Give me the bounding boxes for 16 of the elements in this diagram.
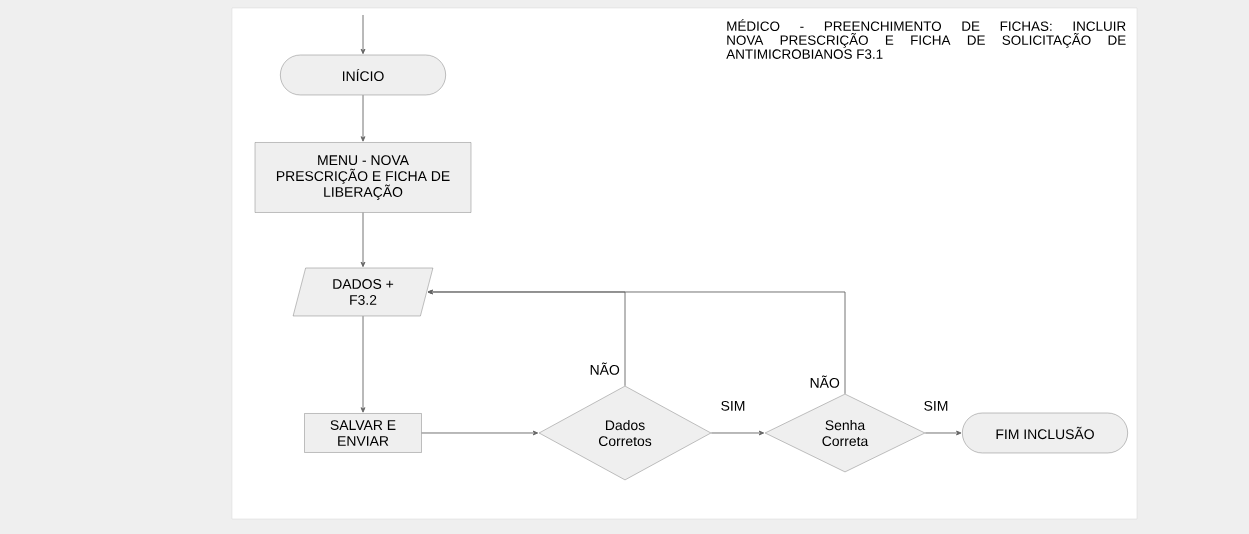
arrow (360, 212, 366, 268)
edge-label: NÃO (808, 374, 841, 389)
process-box: SALVAR E ENVIAR (304, 413, 422, 453)
input-parallelogram: DADOS + F3.2 (292, 267, 434, 317)
arrow (710, 430, 765, 436)
end-terminal: FIM INCLUSÃO (962, 412, 1128, 454)
arrow (421, 430, 539, 436)
title: MÉDICO - PREENCHIMENTO DE FICHAS: INCLUIR NOVA PRESCRIÇÃO E FICHA DE SOLICITAÇÃO DE ANTIMICROBIANOS F3.1 (726, 19, 1126, 59)
arrow (360, 94, 366, 142)
arrow (360, 315, 366, 413)
start-terminal: INÍCIO (280, 54, 446, 96)
arrow (924, 430, 962, 436)
edge-label: NÃO (588, 361, 621, 376)
arrow (427, 289, 846, 395)
arrow (360, 14, 366, 55)
process-box: MENU - NOVA PRESCRIÇÃO E FICHA DE LIBERAÇÃO (254, 142, 472, 213)
